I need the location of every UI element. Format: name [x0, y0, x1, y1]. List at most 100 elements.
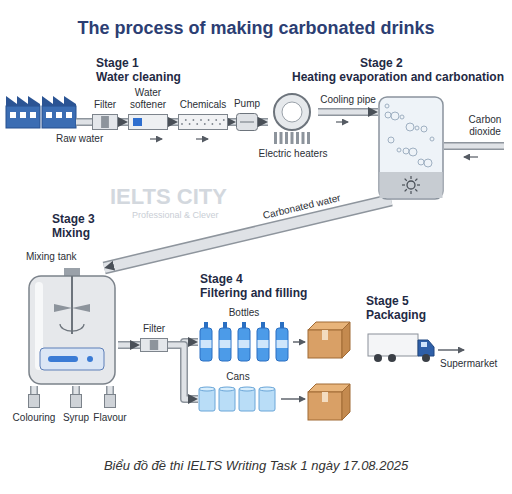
- stub-drawing-part: [29, 395, 40, 408]
- carton-box: [308, 384, 350, 420]
- chem-drawing-part: [179, 115, 228, 130]
- raw-water-pipe: [76, 122, 92, 123]
- co2-pipe: [444, 146, 504, 157]
- filter-drawing: [140, 338, 168, 352]
- tank-drawing-part: [380, 172, 443, 198]
- heater-drawing-part: [307, 132, 310, 144]
- tank-drawing-part: [403, 148, 409, 154]
- stage-number: Stage 3: [52, 212, 95, 226]
- part-label: Mixing tank: [26, 251, 77, 263]
- pipe: [34, 386, 35, 394]
- bottles-drawing-part: [258, 340, 269, 348]
- chem-drawing-part: [193, 119, 195, 121]
- tank-drawing-part: [410, 176, 411, 179]
- tank-drawing-part: [391, 112, 399, 120]
- pipe-outline: [106, 386, 114, 394]
- part-label: Electric heaters: [259, 148, 328, 160]
- flow-arrows-part: [196, 138, 208, 139]
- ingredient-inlet: Syrup: [70, 394, 82, 408]
- mix-drawing: [26, 268, 118, 386]
- carton-box-part: [322, 392, 328, 402]
- pump-box: Pump: [236, 113, 258, 131]
- bottles-drawing-part: [220, 340, 231, 348]
- stage-number: Stage 2: [360, 56, 403, 70]
- filter-drawing-part: [141, 339, 168, 352]
- mix-drawing-part: [40, 348, 104, 370]
- tank-drawing-part: [379, 97, 443, 199]
- bottles-drawing-part: [276, 328, 288, 361]
- watermark: IELTS CITY: [110, 184, 227, 210]
- tank-drawing-part: [385, 104, 389, 108]
- tank-drawing-part: [402, 184, 405, 185]
- cans-drawing-part: [219, 387, 235, 391]
- part-label: Pump: [234, 98, 260, 110]
- pipe: [258, 122, 268, 123]
- tank-drawing-part: [424, 159, 432, 167]
- tank-drawing-part: [410, 191, 411, 194]
- co2-pipe-part: [464, 156, 478, 157]
- cans-drawing-part: [259, 387, 275, 391]
- carton-box-part: [308, 392, 342, 420]
- factory-part: [6, 96, 40, 106]
- pipe: [110, 386, 111, 394]
- pipe-outline: [118, 341, 140, 349]
- part-label: Filter: [94, 99, 116, 111]
- mix-drawing-part: [60, 324, 84, 331]
- input-label: Raw water: [56, 133, 103, 145]
- pipe-body: [118, 120, 128, 125]
- mixing-tank: Mixing tank: [26, 268, 118, 386]
- tank-drawing-part: [415, 126, 419, 130]
- factory-part: [10, 112, 16, 118]
- stage-title: Mixing: [52, 226, 90, 240]
- carton-box-part: [342, 322, 350, 358]
- bottles-drawing-part: [200, 328, 212, 361]
- stub-drawing-part: [105, 395, 116, 408]
- carton-box-part: [322, 330, 328, 340]
- pump-drawing-part: [240, 122, 254, 123]
- raw-water-pipe-part: [76, 120, 92, 125]
- factory-part: [42, 96, 76, 106]
- heater-drawing-part: [291, 132, 294, 144]
- carton-box-part: [342, 384, 350, 420]
- caption-text: Biểu đồ đề thi IELTS Writing Task 1 ngày…: [0, 458, 512, 474]
- filter-drawing-part: [150, 340, 158, 350]
- filter-box: Filter: [140, 338, 168, 352]
- chem-drawing-part: [204, 123, 206, 125]
- carton-box: [308, 322, 350, 358]
- tank-drawing: [378, 96, 444, 200]
- filter-box: Filter: [92, 114, 118, 130]
- bottles-drawing-part: [239, 340, 250, 348]
- tank-drawing-part: [409, 148, 417, 156]
- softener-drawing-part: [133, 118, 142, 126]
- stage-number: Stage 4: [200, 272, 243, 286]
- factory-part: [66, 112, 72, 118]
- bottles-drawing-part: [201, 340, 212, 348]
- tank-drawing-part: [430, 137, 434, 141]
- pipe-outline: [258, 118, 268, 126]
- softener-drawing: [128, 114, 168, 130]
- tank-drawing-part: [406, 123, 414, 131]
- truck-part: [388, 354, 396, 362]
- ingredient-inlet: Flavour: [104, 394, 116, 408]
- heater-drawing: [268, 92, 318, 144]
- pump-drawing: [236, 113, 258, 131]
- tank-drawing-part: [418, 159, 424, 165]
- tank-drawing-part: [397, 148, 401, 152]
- stage-number: Stage 5: [366, 294, 409, 308]
- pipe-outline: [30, 386, 38, 394]
- pipe-body: [74, 386, 79, 394]
- pipe-outline: [168, 345, 198, 399]
- co2-pipe-part: [444, 142, 504, 150]
- pipe-body: [168, 120, 178, 125]
- heater-drawing-part: [282, 102, 302, 122]
- truck-part: [422, 354, 430, 362]
- bottles-drawing-part: [277, 340, 288, 348]
- chem-drawing-part: [223, 119, 225, 121]
- part-label: Chemicals: [180, 99, 227, 111]
- destination-label: Supermarket: [440, 358, 497, 370]
- chem-drawing-part: [215, 119, 217, 121]
- flow-arrows-part: [336, 121, 348, 122]
- part-label: Bottles: [229, 307, 260, 319]
- pipe-body: [108, 386, 113, 394]
